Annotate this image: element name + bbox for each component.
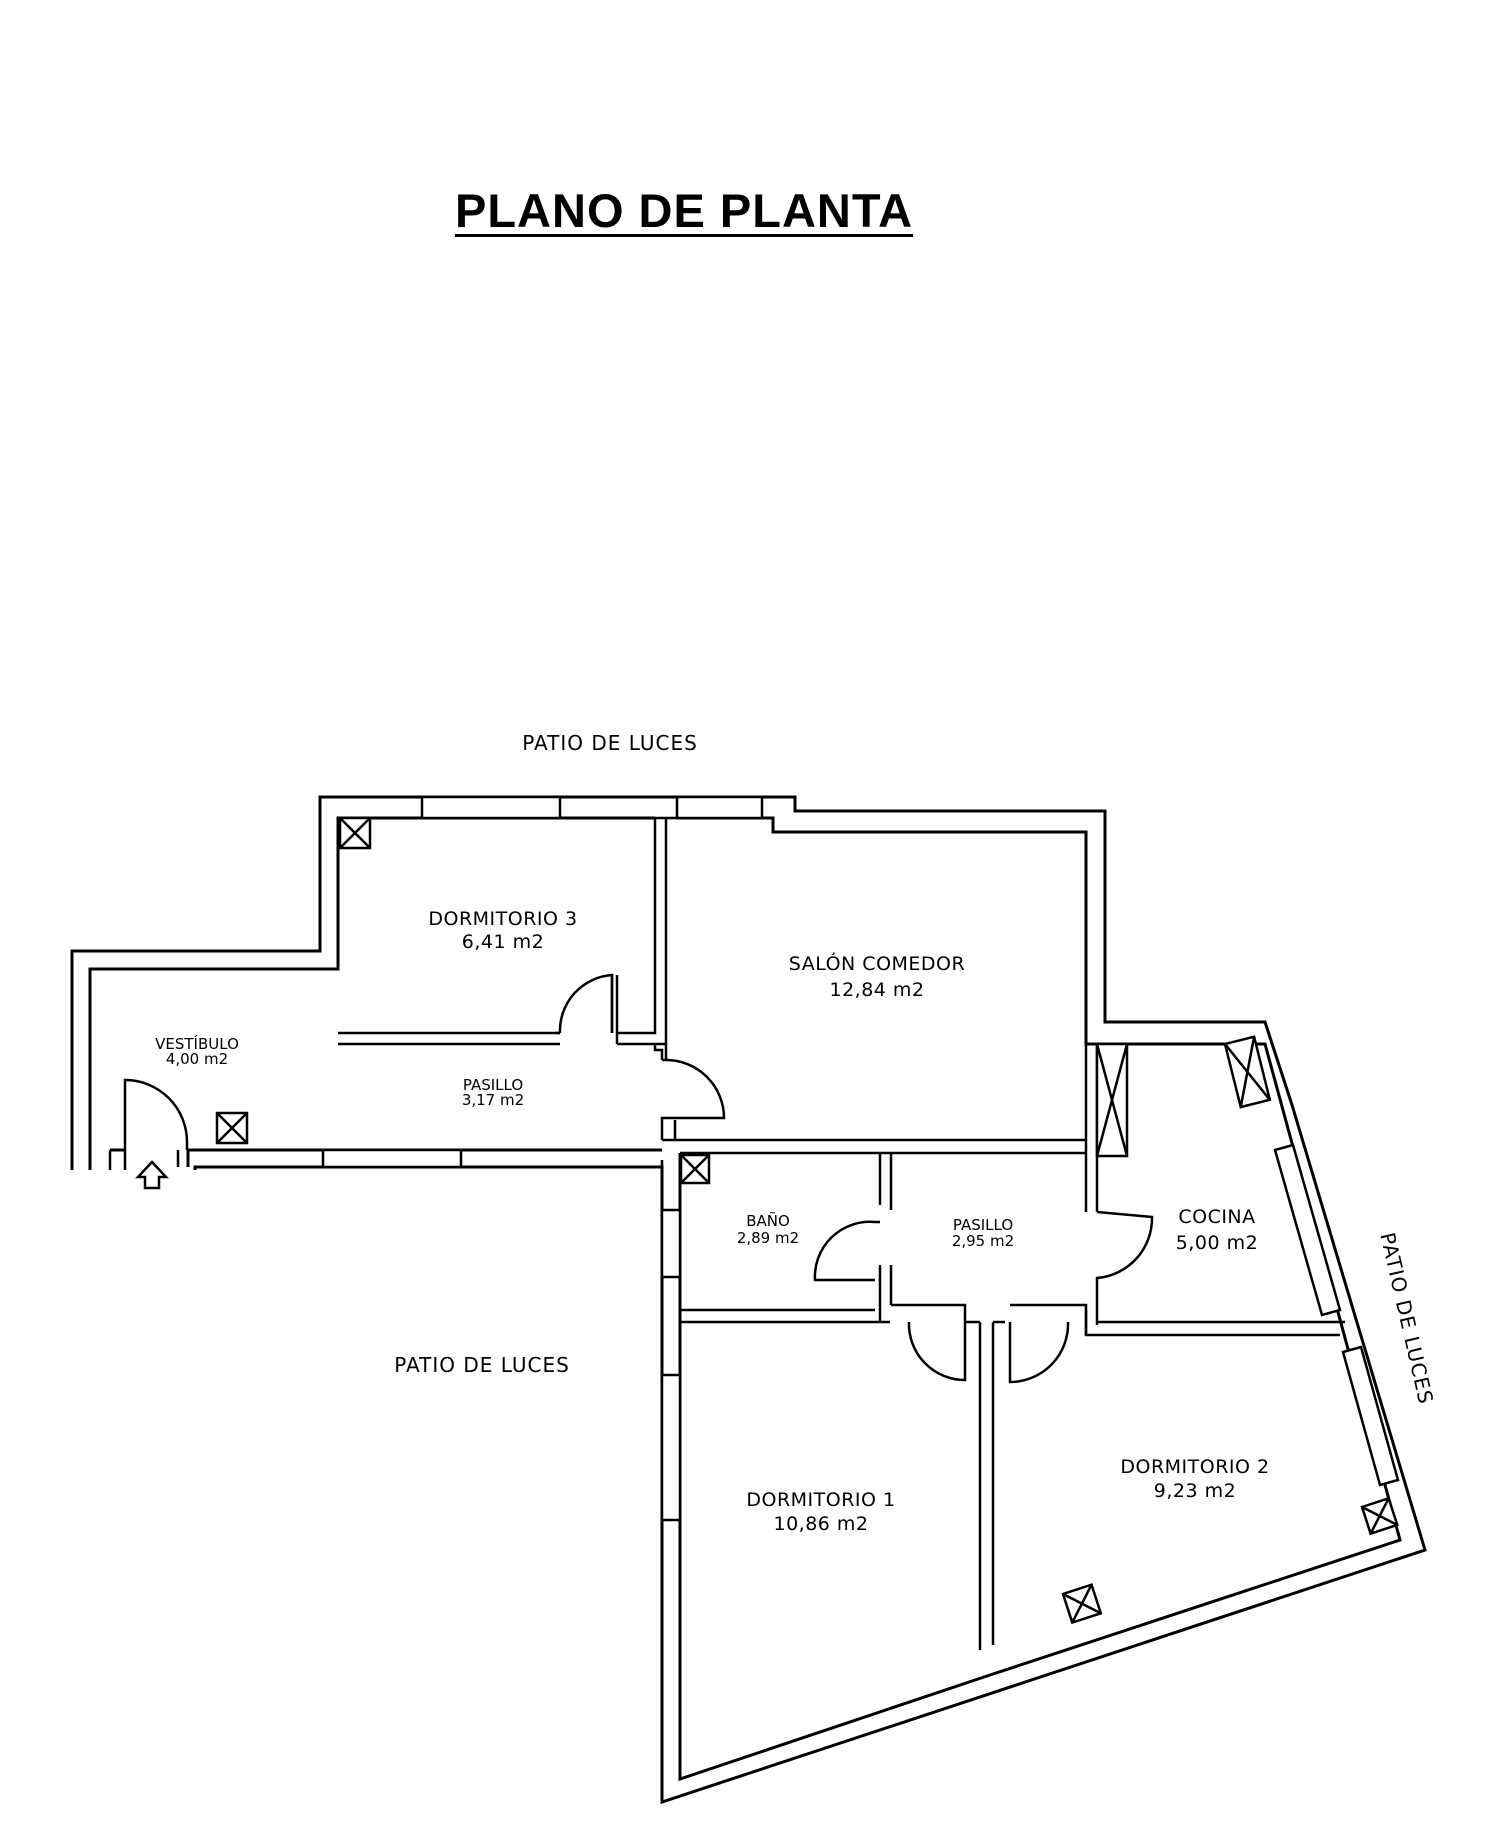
shaft-dormitorio3 [338, 816, 372, 850]
door-bano [813, 1220, 880, 1282]
shaft-bano [679, 1153, 711, 1185]
window-bano [660, 1208, 682, 1279]
patio-top-label: PATIO DE LUCES [522, 731, 698, 755]
room-bano-name: BAÑO [746, 1211, 790, 1230]
room-pasillo2-name: PASILLO [953, 1216, 1013, 1234]
room-vestibulo-name: VESTÍBULO [155, 1034, 239, 1053]
shaft-vestibulo [215, 1111, 249, 1145]
room-dormitorio1-area: 10,86 m2 [773, 1513, 868, 1535]
shaft-cocina-left [1095, 1042, 1129, 1158]
room-cocina-name: COCINA [1178, 1206, 1255, 1228]
room-pasillo1-area: 3,17 m2 [462, 1091, 524, 1109]
window-dormitorio1 [660, 1373, 682, 1522]
room-dormitorio3-area: 6,41 m2 [462, 931, 544, 953]
shaft-dormitorio2-corner [1360, 1496, 1399, 1536]
window-salon [675, 795, 764, 820]
room-pasillo2-area: 2,95 m2 [952, 1232, 1014, 1250]
outer-walls [70, 795, 1427, 1805]
window-dormitorio2 [1341, 1345, 1400, 1487]
windows [321, 795, 1400, 1522]
room-dormitorio2-area: 9,23 m2 [1154, 1480, 1236, 1502]
shaft-cocina-right [1223, 1035, 1272, 1109]
room-cocina-area: 5,00 m2 [1176, 1232, 1258, 1254]
door-salon [660, 1058, 726, 1120]
ventilation-shafts [215, 816, 1399, 1625]
room-dormitorio3-name: DORMITORIO 3 [428, 908, 577, 930]
entrance-door [123, 1078, 189, 1150]
interior-walls [338, 816, 1345, 1650]
window-cocina [1273, 1143, 1342, 1317]
patio-left-label: PATIO DE LUCES [394, 1353, 570, 1377]
shaft-dormitorio2-bottom [1061, 1583, 1103, 1625]
window-dormitorio3 [420, 795, 562, 820]
room-dormitorio2-name: DORMITORIO 2 [1120, 1456, 1269, 1478]
patio-right-label: PATIO DE LUCES [1375, 1230, 1438, 1407]
door-cocina [1095, 1210, 1154, 1310]
window-pasillo [321, 1148, 463, 1169]
door-dormitorio1 [907, 1321, 967, 1382]
room-salon-name: SALÓN COMEDOR [789, 951, 965, 975]
room-pasillo1-name: PASILLO [463, 1076, 523, 1094]
room-vestibulo-area: 4,00 m2 [166, 1050, 228, 1068]
door-dormitorio3 [556, 973, 614, 1035]
room-dormitorio1-name: DORMITORIO 1 [746, 1489, 895, 1511]
door-dormitorio2 [1008, 1321, 1070, 1384]
room-bano-area: 2,89 m2 [737, 1229, 799, 1247]
doors [108, 973, 1154, 1384]
room-salon-area: 12,84 m2 [829, 979, 924, 1001]
up-arrow-icon [135, 1160, 169, 1190]
page-title: PLANO DE PLANTA [455, 184, 914, 237]
